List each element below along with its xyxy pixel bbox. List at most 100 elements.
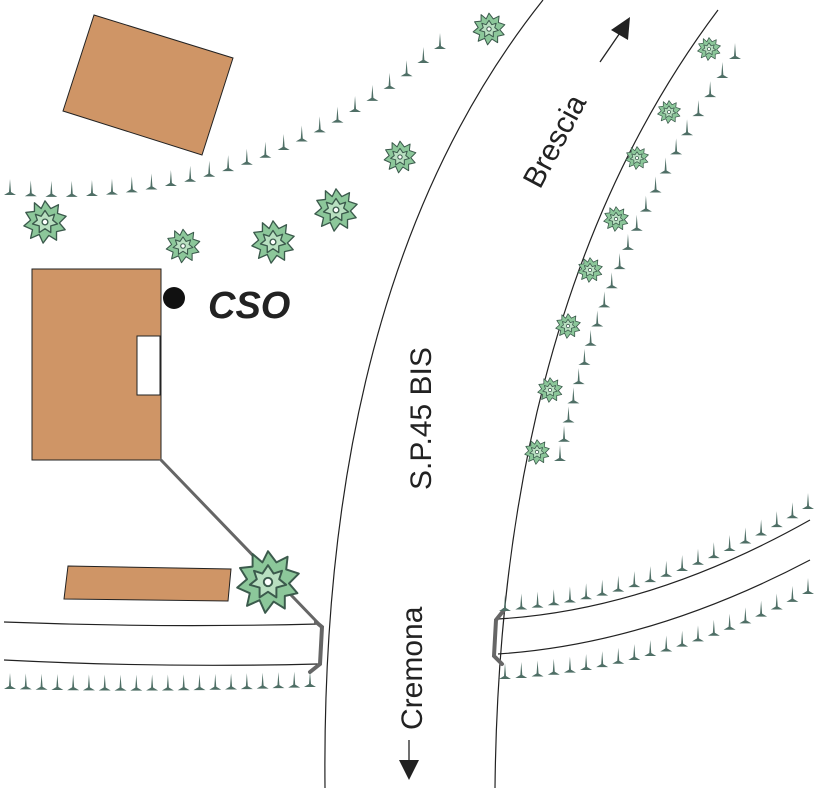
arrow-north-icon [611,17,630,40]
grass-symbol [704,81,717,98]
grass-symbol [691,625,704,642]
grass-symbol [786,502,799,519]
building-window [136,335,161,396]
pipe-line [159,458,506,674]
tree-icon [603,206,629,232]
grass-symbol [547,589,560,606]
grass-symbol [644,566,657,583]
grass-symbol [707,542,720,559]
grass-symbol [85,180,98,197]
grass-symbol [164,169,177,186]
grass-symbol [177,674,190,691]
grass-symbol [209,673,222,690]
building-south [63,565,232,602]
grass-symbol [98,674,111,691]
tree-icon [236,550,300,614]
grass-symbol [67,674,80,691]
tree-icon [23,200,67,244]
grass-symbol [613,253,626,270]
grass-symbol [572,368,585,385]
arrow-south-icon [399,760,419,780]
grass-symbol [383,72,396,89]
grass-symbol [755,600,768,617]
grass-symbol [240,148,253,165]
grass-symbol [580,583,593,600]
grass-symbol [4,179,16,195]
grass-symbol [596,579,609,596]
culvert-west [308,620,325,674]
grass-symbol [65,180,78,197]
grass-symbol [628,571,641,588]
grass-symbol [649,176,662,193]
grass-symbol [692,100,705,117]
pipe-connection [159,458,320,625]
direction-north: Brescia [517,17,630,193]
grass-symbol [125,176,138,193]
grass-symbol [755,519,768,536]
grass-symbol [659,157,672,174]
tree-icon [472,12,506,46]
grass-symbol [563,656,576,673]
side-road-east-bottom [497,559,811,655]
grass-symbol [193,674,206,691]
grass-symbol [639,195,652,212]
tree-icon [251,220,295,264]
grass-symbol [580,654,593,671]
grass-symbol [4,673,16,689]
grass-symbol [515,661,528,678]
grass-symbol [729,43,741,59]
grass-symbol [531,660,544,677]
culvert-east [491,608,506,666]
grass-symbol [723,613,736,630]
tree-icon [537,377,563,403]
grass-symbol [130,674,143,691]
road-edge-east [494,9,719,788]
grass-symbol [288,671,301,688]
direction-south-label: Cremona [396,606,429,730]
grass-symbol [598,291,611,308]
grass-symbol [563,586,576,603]
grass-symbol [434,33,446,49]
grass-symbol [770,511,783,528]
tree-icon [524,439,550,465]
grass-symbol [562,406,575,423]
grass-symbol [331,106,344,123]
grass-symbol [802,578,814,594]
grass-symbol [612,647,625,664]
grass-symbol [225,673,238,690]
buildings [31,14,234,602]
grass-symbol [515,593,528,610]
grass-symbol [707,619,720,636]
grass-symbol [723,534,736,551]
grass-symbol [716,62,729,79]
grass-symbol [277,133,290,150]
grass-symbol [256,672,269,689]
grass-symbol [605,272,618,289]
side-road-east-top [497,519,811,620]
grass-symbol [45,180,58,197]
grass-symbol [676,554,689,571]
building-north [62,14,234,156]
grass-symbol [366,84,379,101]
grass-symbol [567,387,580,404]
grass-symbol [786,585,799,602]
grass-symbol [259,141,272,158]
tree-icon [577,257,603,283]
grass-symbol [184,165,197,182]
grass-symbol [591,310,604,327]
grass-symbol [499,595,511,611]
grass-symbol [739,607,752,624]
grass-symbol [313,116,326,133]
grass-symbol [105,178,118,195]
grass-symbol [802,493,814,509]
tree-icon [555,313,581,339]
side-roads [3,519,811,666]
side-road-west-bottom [3,659,319,666]
side-road-west-top [3,621,319,627]
grass-symbol [596,651,609,668]
grass-symbol [35,673,48,690]
grass-symbol [558,425,571,442]
grass-symbol [24,180,37,197]
tree-icon [625,146,649,170]
